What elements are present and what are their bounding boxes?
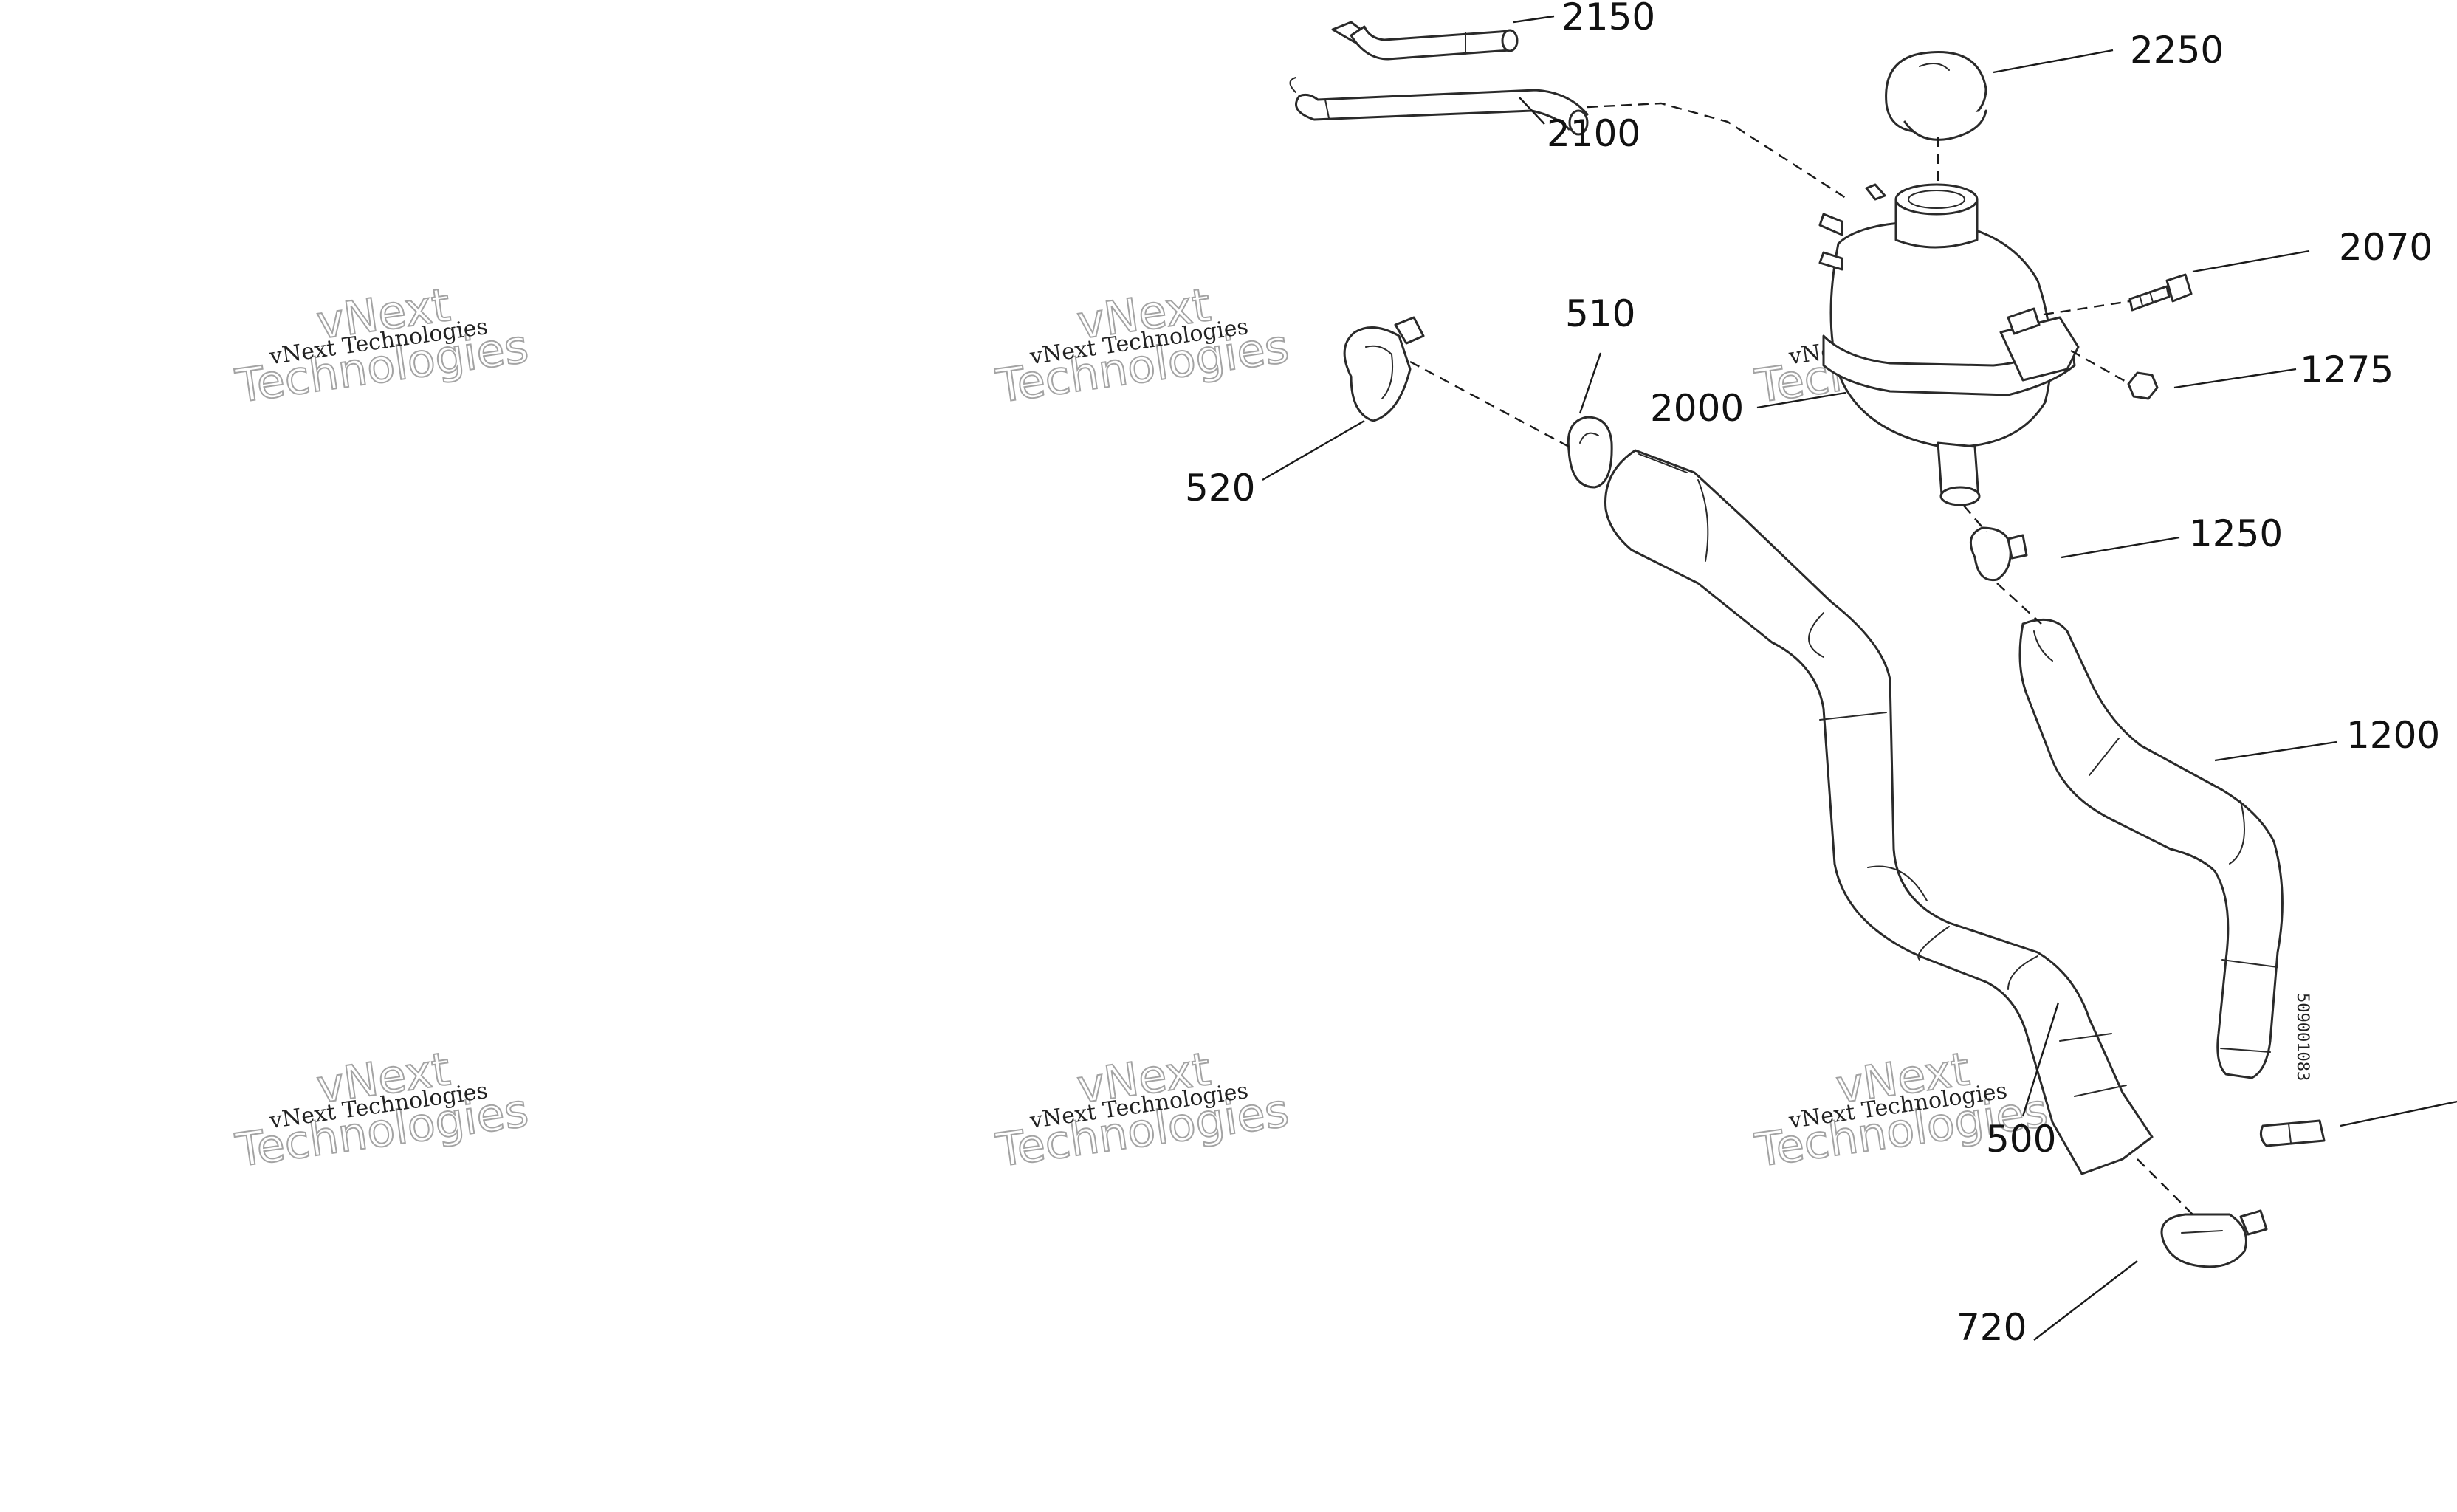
callout-2100: 2100 <box>1547 112 1640 155</box>
part-500-hose <box>1604 449 2154 1175</box>
callout-1250: 1250 <box>2189 512 2283 555</box>
part-clamp-right <box>2259 1119 2326 1147</box>
watermark: vNext Technologies vNext Technologies <box>231 277 532 414</box>
part-520-clamp <box>1343 316 1425 422</box>
callout-2250: 2250 <box>2130 29 2224 72</box>
leader-lines <box>1262 15 2457 1341</box>
callout-720: 720 <box>1956 1306 2027 1349</box>
part-720-clamp <box>2160 1209 2268 1268</box>
part-510-clamp <box>1567 416 1613 489</box>
part-2150-pipe <box>1331 21 1519 61</box>
assembly-centerlines <box>1409 102 2197 1219</box>
part-2000-tank <box>1818 183 2080 506</box>
callout-2000: 2000 <box>1650 387 1744 430</box>
callout-1275: 1275 <box>2300 348 2394 391</box>
hose-marking: 509001083 <box>2293 993 2312 1081</box>
callout-500: 500 <box>1986 1118 2056 1161</box>
part-1275-nut <box>2127 371 2159 400</box>
watermark: vNext Technologies vNext Technologies <box>231 1041 532 1178</box>
part-2250-cap <box>1885 51 1987 141</box>
callout-2070: 2070 <box>2339 226 2433 269</box>
callout-1200: 1200 <box>2346 714 2440 757</box>
part-1200-hose: 509001083 <box>2018 618 2312 1081</box>
watermark: vNext Technologies vNext Technologies <box>992 1041 1293 1178</box>
part-2070-bolt <box>2128 273 2193 312</box>
callout-510: 510 <box>1565 292 1635 335</box>
watermark: vNext Technologies vNext Technologies <box>992 277 1293 414</box>
part-2100-pipe <box>1289 77 1589 136</box>
callout-labels: 2150 2250 2100 2070 510 1275 2000 520 12… <box>1185 0 2440 1349</box>
callout-2150: 2150 <box>1561 0 1655 38</box>
part-1250-clamp <box>1969 526 2028 582</box>
callout-520: 520 <box>1185 467 1255 509</box>
